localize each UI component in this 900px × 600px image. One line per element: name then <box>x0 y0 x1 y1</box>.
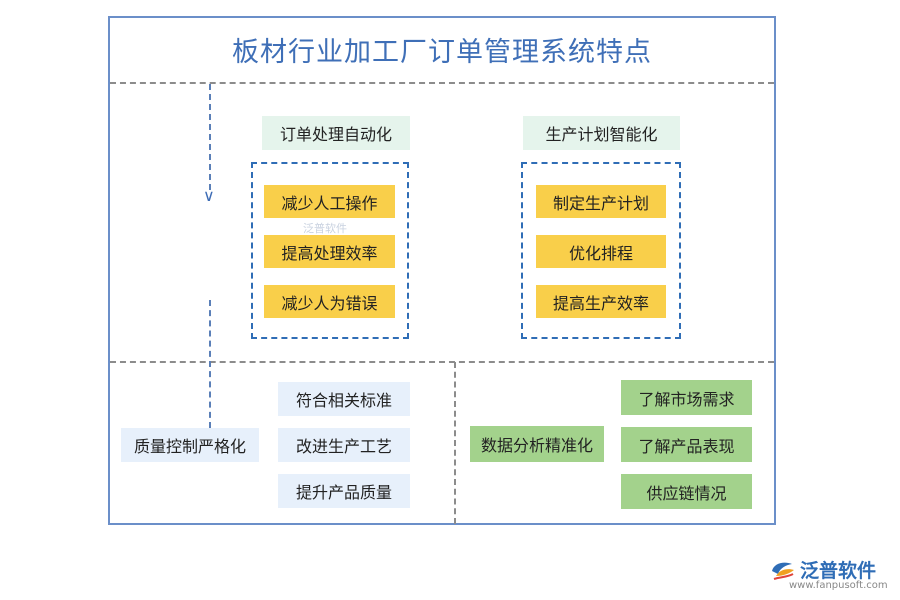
order-item: 提高处理效率 <box>264 235 395 268</box>
top-divider <box>110 82 774 84</box>
production-item: 提高生产效率 <box>536 285 666 318</box>
data-section-header: 数据分析精准化 <box>470 426 604 462</box>
diagram-title: 板材行业加工厂订单管理系统特点 <box>232 37 652 68</box>
production-items-group <box>521 162 681 339</box>
fanpu-logo-icon <box>772 562 794 580</box>
order-items-group <box>251 162 409 339</box>
data-item: 了解市场需求 <box>621 380 752 415</box>
down-arrow-icon: ∨ <box>203 186 215 205</box>
bottom-split-divider <box>454 362 456 524</box>
flow-arrow-line <box>209 84 211 190</box>
watermark-logo: 泛普软件 <box>303 222 347 235</box>
order-section-header: 订单处理自动化 <box>262 116 410 150</box>
order-item: 减少人为错误 <box>264 285 395 318</box>
order-item: 减少人工操作 <box>264 185 395 218</box>
middle-divider <box>110 361 774 363</box>
logo-url: www.fanpusoft.com <box>789 580 888 591</box>
logo-name: 泛普软件 <box>800 560 877 582</box>
quality-item: 符合相关标准 <box>278 382 410 416</box>
diagram-frame <box>108 16 776 525</box>
quality-item: 提升产品质量 <box>278 474 410 508</box>
data-item: 供应链情况 <box>621 474 752 509</box>
data-item: 了解产品表现 <box>621 427 752 462</box>
quality-section-header: 质量控制严格化 <box>121 428 259 462</box>
quality-item: 改进生产工艺 <box>278 428 410 462</box>
flow-connector-line <box>209 300 211 428</box>
production-item: 优化排程 <box>536 235 666 268</box>
brand-logo: 泛普软件 <box>770 556 876 583</box>
production-section-header: 生产计划智能化 <box>523 116 680 150</box>
production-item: 制定生产计划 <box>536 185 666 218</box>
